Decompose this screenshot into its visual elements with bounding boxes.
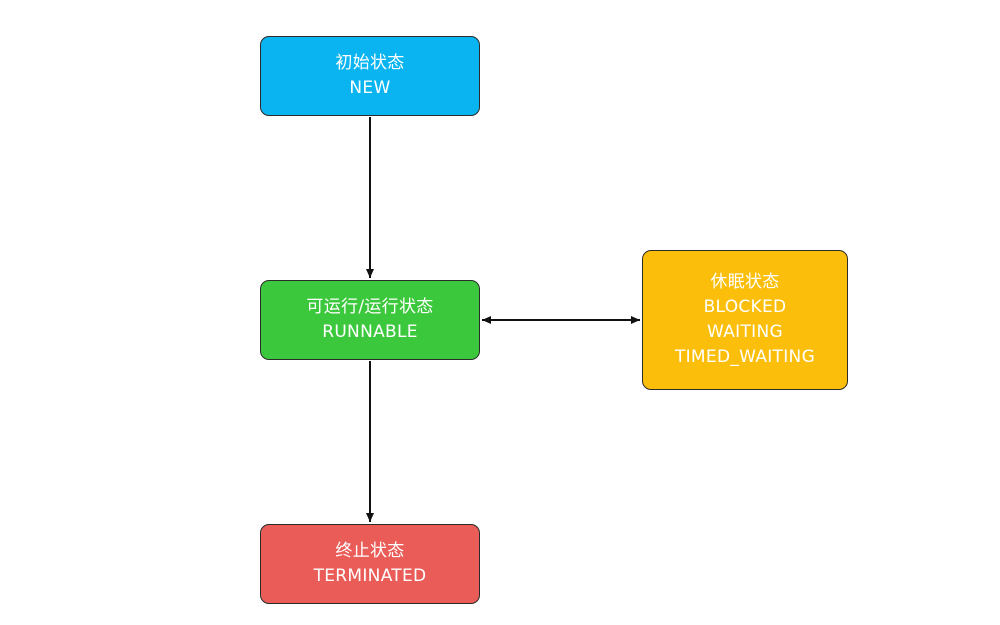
state-node-terminated-state: TERMINATED — [313, 566, 427, 586]
state-node-sleep-state-blocked: BLOCKED — [703, 297, 787, 317]
state-node-new-state: NEW — [349, 78, 391, 98]
state-node-runnable: 可运行/运行状态 RUNNABLE — [260, 280, 480, 360]
state-node-new-title: 初始状态 — [335, 53, 405, 73]
state-node-runnable-title: 可运行/运行状态 — [306, 297, 434, 317]
state-node-sleep-title: 休眠状态 — [710, 272, 780, 292]
state-node-sleep: 休眠状态 BLOCKED WAITING TIMED_WAITING — [642, 250, 848, 390]
state-node-new: 初始状态 NEW — [260, 36, 480, 116]
state-node-sleep-state-timed-waiting: TIMED_WAITING — [674, 347, 816, 367]
state-node-terminated-title: 终止状态 — [335, 541, 405, 561]
state-node-sleep-state-waiting: WAITING — [707, 322, 783, 342]
state-node-terminated: 终止状态 TERMINATED — [260, 524, 480, 604]
state-node-runnable-state: RUNNABLE — [322, 322, 418, 342]
